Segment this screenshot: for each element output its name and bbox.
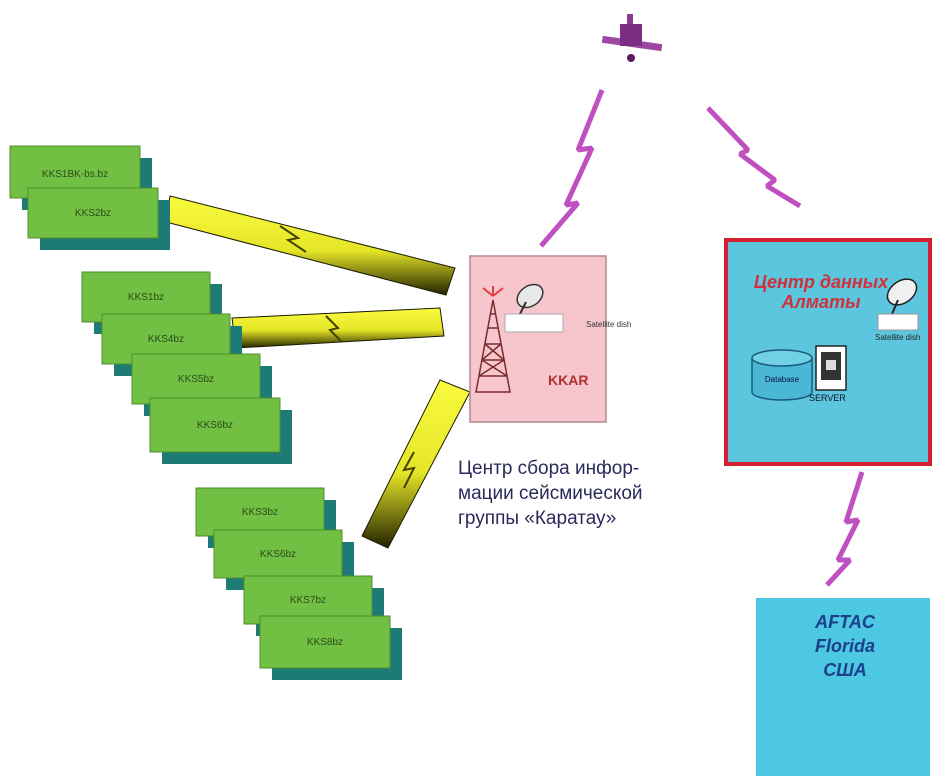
caption-line: мации сейсмической (458, 483, 643, 504)
almaty-dish-label: Satellite dish (875, 333, 921, 342)
radio-link-satellite-kkar (539, 89, 605, 248)
station-label: KKS1BK-bs.bz (42, 169, 108, 180)
satellite-dish-icon (504, 283, 564, 333)
aftac-line: США (823, 660, 867, 680)
aftac-line: Florida (814, 636, 875, 656)
station-label: KKS1bz (128, 292, 164, 303)
kkar-label: KKAR (548, 372, 589, 388)
database-icon (751, 349, 813, 401)
station-card: KKS5bz (131, 353, 272, 416)
caption-line: группы «Каратау» (458, 508, 617, 529)
radio-link-satellite-almaty (706, 106, 802, 209)
station-label: KKS8bz (307, 637, 343, 648)
aftac-title: AFTAC Florida США (760, 610, 930, 682)
kkar-dish-label: Satellite dish (586, 320, 632, 329)
server-icon (815, 345, 847, 391)
station-group-1: KKS1BK-bs.bz KKS2bz (9, 145, 170, 250)
aftac-line: AFTAC (815, 612, 875, 632)
server-label: SERVER (809, 393, 846, 403)
almaty-title-line: Алматы (781, 292, 861, 312)
almaty-data-center (724, 238, 932, 466)
almaty-title-line: Центр данных (753, 272, 889, 292)
station-label: KKS6bz (197, 420, 233, 431)
kkar-center (469, 255, 607, 423)
tower-signal-icon (482, 286, 504, 297)
station-label: KKS4bz (148, 334, 184, 345)
station-group-2: KKS1bz KKS4bz KKS5bz KKS6bz (81, 271, 292, 464)
almaty-title: Центр данных Алматы (726, 272, 916, 312)
station-label: KKS7bz (290, 595, 326, 606)
database-label: Database (764, 375, 800, 384)
station-label: KKS6bz (260, 549, 296, 560)
radio-link-almaty-aftac (825, 471, 865, 587)
link-group2-kkar (231, 307, 445, 349)
kkar-caption: Центр сбора инфор- мации сейсмической гр… (458, 456, 718, 531)
radio-tower-icon (475, 299, 511, 393)
station-card: KKS6bz (149, 397, 292, 464)
station-group-3: KKS3bz KKS6bz KKS7bz KKS8bz (195, 487, 402, 680)
aftac-center (756, 598, 930, 776)
link-group3-kkar (361, 379, 471, 549)
satellite-icon (601, 14, 663, 62)
satellite-dish-icon (877, 278, 919, 331)
caption-line: Центр сбора инфор- (458, 458, 640, 479)
station-label: KKS5bz (178, 374, 214, 385)
station-card: KKS8bz (259, 615, 402, 680)
station-label: KKS3bz (242, 507, 278, 518)
station-card: KKS2bz (27, 187, 170, 250)
station-label: KKS2bz (75, 208, 111, 219)
